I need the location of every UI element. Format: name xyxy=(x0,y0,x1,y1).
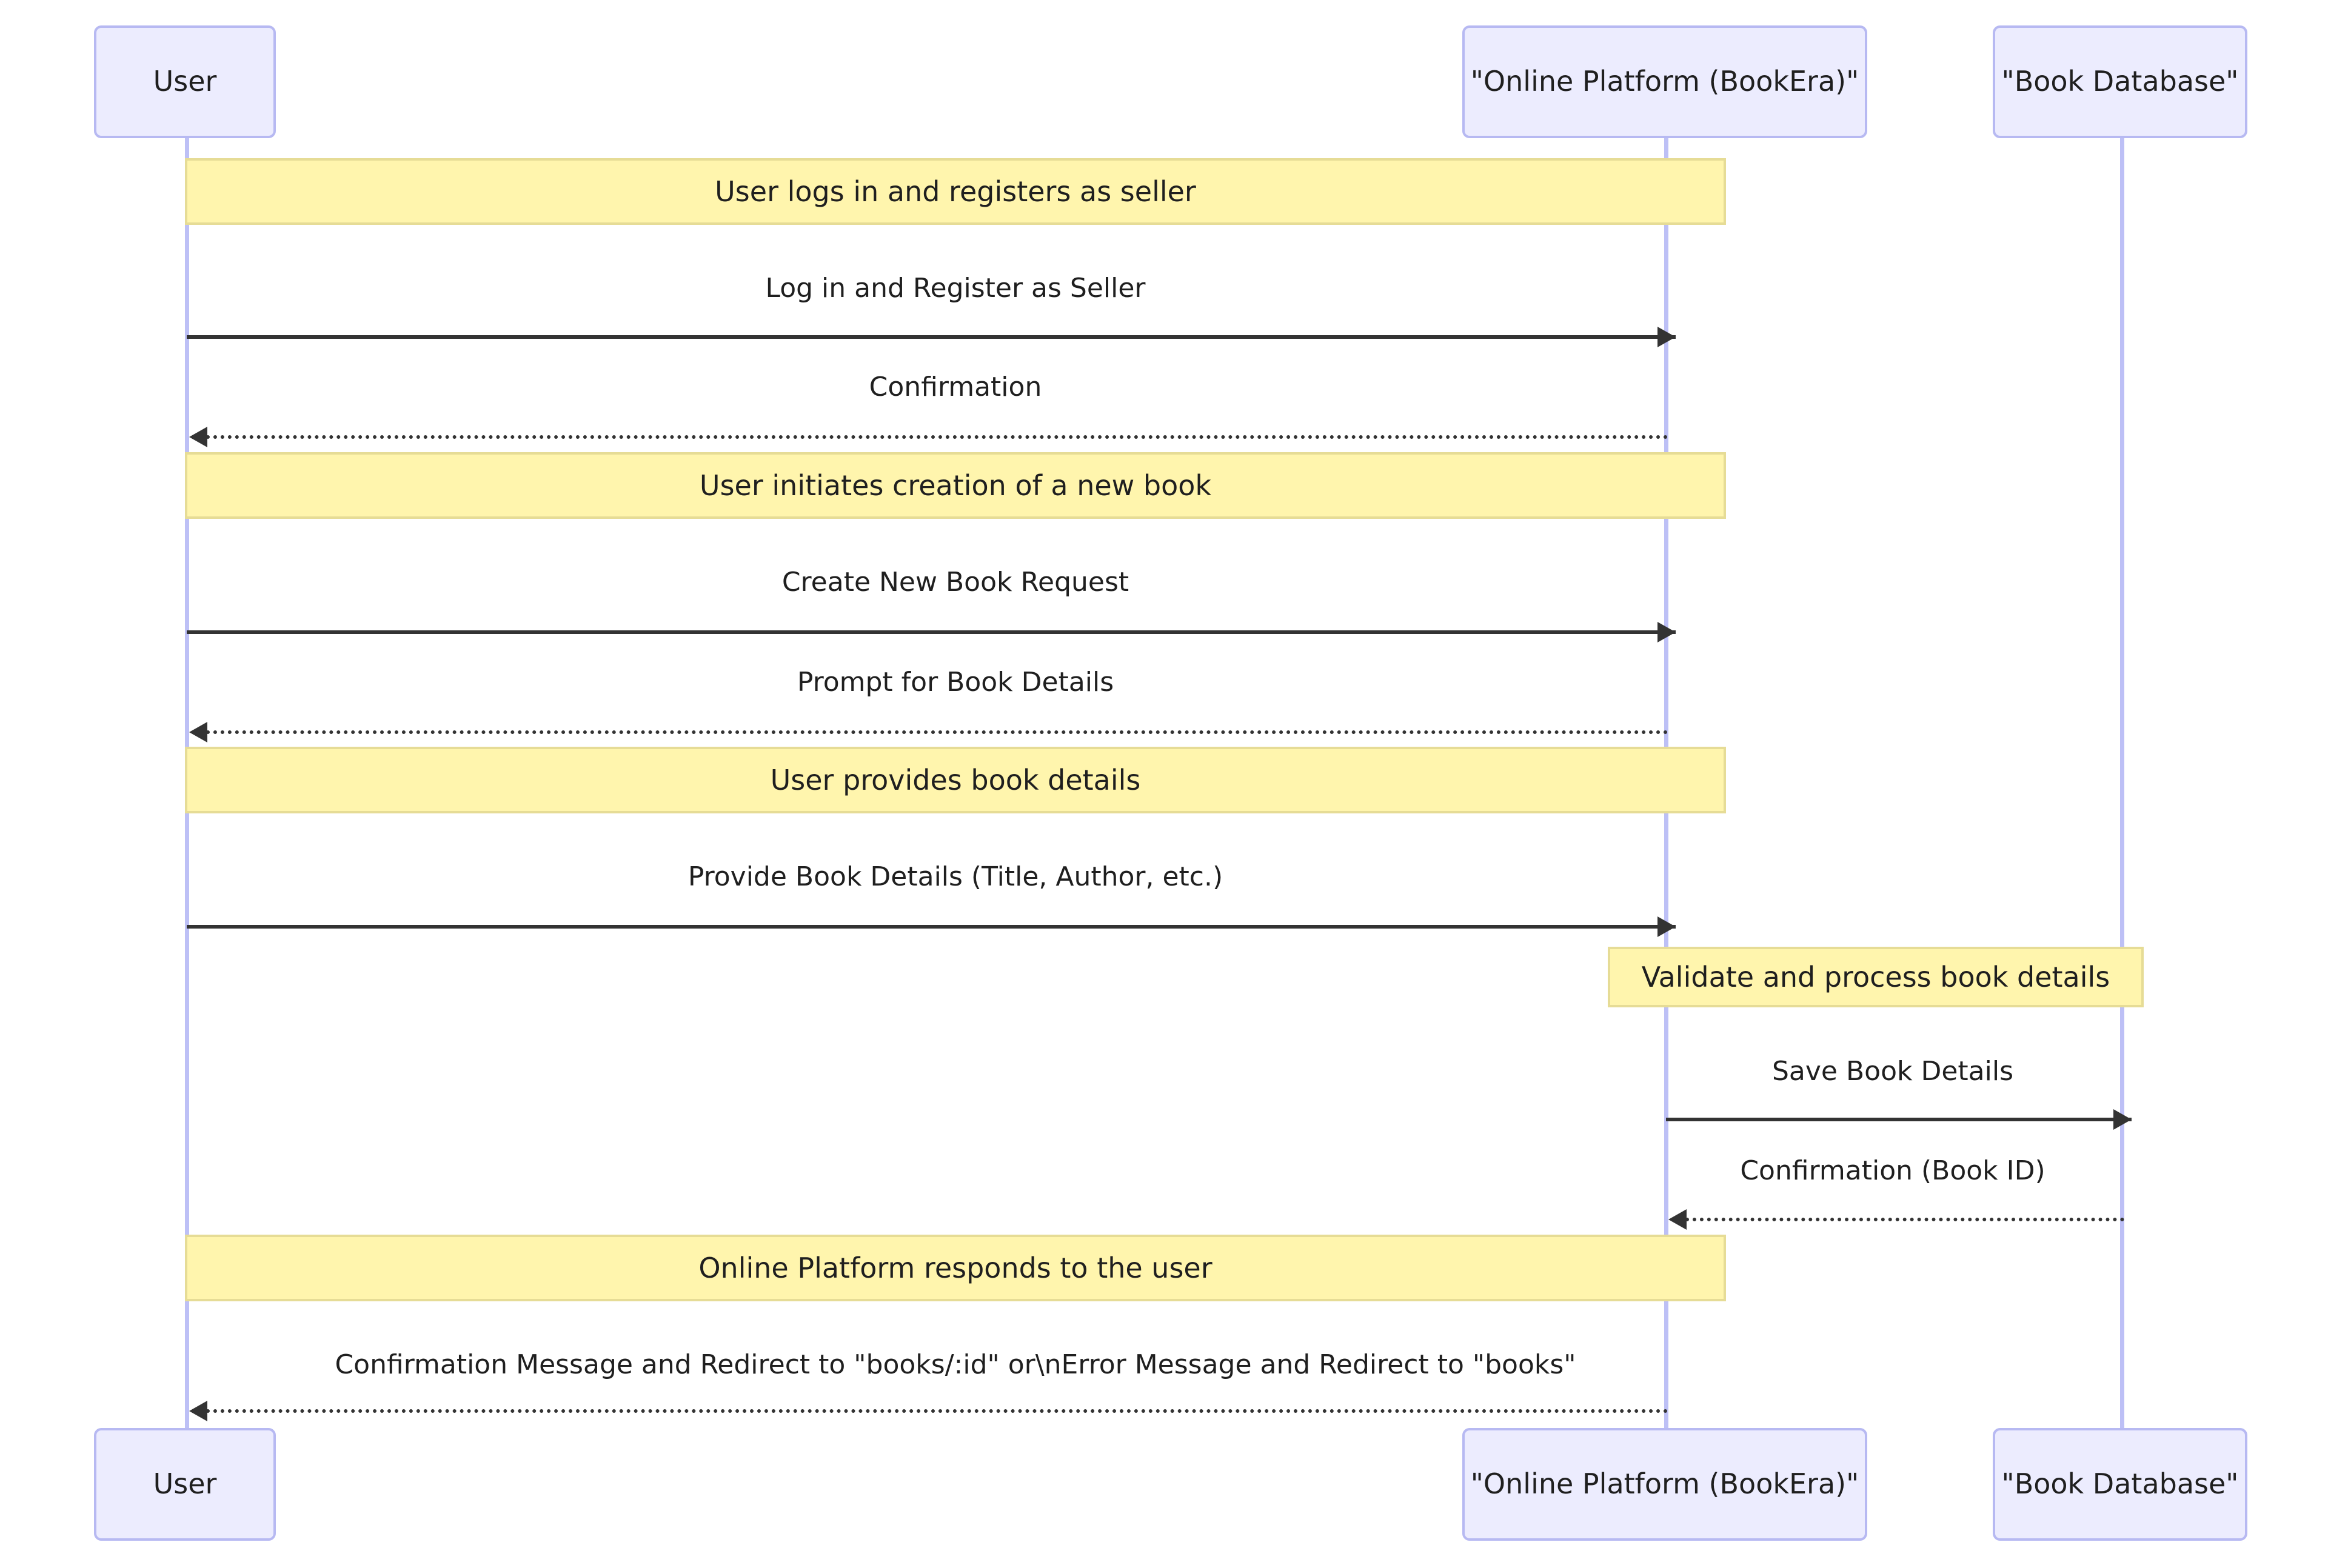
participant-user-top[interactable]: User xyxy=(94,25,276,138)
message-label-save-book-details: Save Book Details xyxy=(1772,1056,2013,1087)
message-6-text: Save Book Details xyxy=(1771,1056,2014,1087)
participant-platform-top-label: "Online Platform (BookEra)" xyxy=(1470,65,1859,98)
message-5-text: Provide Book Details (Title, Author, etc… xyxy=(687,861,1223,892)
message-arrowhead-log-in-register xyxy=(1657,327,1676,347)
message-8-text: Confirmation Message and Redirect to "bo… xyxy=(335,1349,1576,1380)
note-user-provides-details: User provides book details xyxy=(185,747,1726,813)
message-line-confirmation-redirect xyxy=(206,1409,1668,1413)
note-4-label: Validate and process book details xyxy=(1641,961,2110,993)
lifeline-database xyxy=(2120,138,2124,1428)
note-3-label: User provides book details xyxy=(770,764,1141,796)
participant-database-top[interactable]: "Book Database" xyxy=(1993,25,2247,138)
message-arrowhead-confirmation-book-id xyxy=(1668,1209,1687,1230)
note-validate-process: Validate and process book details xyxy=(1608,947,2144,1007)
message-line-confirmation-book-id xyxy=(1685,1218,2124,1221)
participant-platform-bottom-label: "Online Platform (BookEra)" xyxy=(1470,1467,1859,1501)
note-5-label: Online Platform responds to the user xyxy=(698,1252,1212,1284)
message-arrowhead-save-book-details xyxy=(2113,1109,2132,1130)
message-label-confirmation-book-id: Confirmation (Book ID) xyxy=(1740,1155,2045,1186)
participant-platform-bottom[interactable]: "Online Platform (BookEra)" xyxy=(1462,1428,1867,1541)
participant-user-top-label: User xyxy=(153,65,217,98)
participant-database-bottom[interactable]: "Book Database" xyxy=(1993,1428,2247,1541)
message-line-confirmation xyxy=(206,435,1668,439)
message-label-confirmation: Confirmation xyxy=(869,372,1042,402)
message-line-log-in-register xyxy=(187,335,1676,339)
note-2-label: User initiates creation of a new book xyxy=(699,469,1212,502)
participant-user-bottom[interactable]: User xyxy=(94,1428,276,1541)
message-line-provide-book-details xyxy=(187,925,1676,929)
message-line-save-book-details xyxy=(1666,1118,2132,1121)
participant-user-bottom-label: User xyxy=(153,1467,217,1501)
message-7-text: Confirmation (Book ID) xyxy=(1740,1155,2045,1186)
message-label-confirmation-redirect: Confirmation Message and Redirect to "bo… xyxy=(335,1349,1576,1380)
note-platform-responds: Online Platform responds to the user xyxy=(185,1235,1726,1301)
message-arrowhead-provide-book-details xyxy=(1657,916,1676,937)
message-label-create-new-book: Create New Book Request xyxy=(782,567,1129,598)
message-3-text: Create New Book Request xyxy=(781,567,1129,598)
note-user-logs-in: User logs in and registers as seller xyxy=(185,158,1726,225)
message-1-text: Log in and Register as Seller xyxy=(765,273,1146,304)
message-line-prompt-book-details xyxy=(206,730,1668,734)
participant-platform-top[interactable]: "Online Platform (BookEra)" xyxy=(1462,25,1867,138)
message-2-text: Confirmation xyxy=(869,372,1042,402)
participant-database-top-label: "Book Database" xyxy=(2001,65,2239,98)
message-arrowhead-prompt-book-details xyxy=(189,722,207,742)
message-arrowhead-confirmation-redirect xyxy=(189,1401,207,1421)
message-line-create-new-book xyxy=(187,630,1676,634)
message-label-prompt-book-details: Prompt for Book Details xyxy=(797,667,1114,698)
message-label-provide-book-details: Provide Book Details (Title, Author, etc… xyxy=(688,861,1223,892)
message-arrowhead-create-new-book xyxy=(1657,622,1676,642)
participant-database-bottom-label: "Book Database" xyxy=(2001,1467,2239,1501)
note-1-label: User logs in and registers as seller xyxy=(715,175,1196,208)
message-arrowhead-confirmation xyxy=(189,427,207,447)
note-user-initiates-creation: User initiates creation of a new book xyxy=(185,452,1726,519)
message-4-text: Prompt for Book Details xyxy=(797,667,1114,698)
message-label-log-in-register: Log in and Register as Seller xyxy=(765,273,1145,304)
